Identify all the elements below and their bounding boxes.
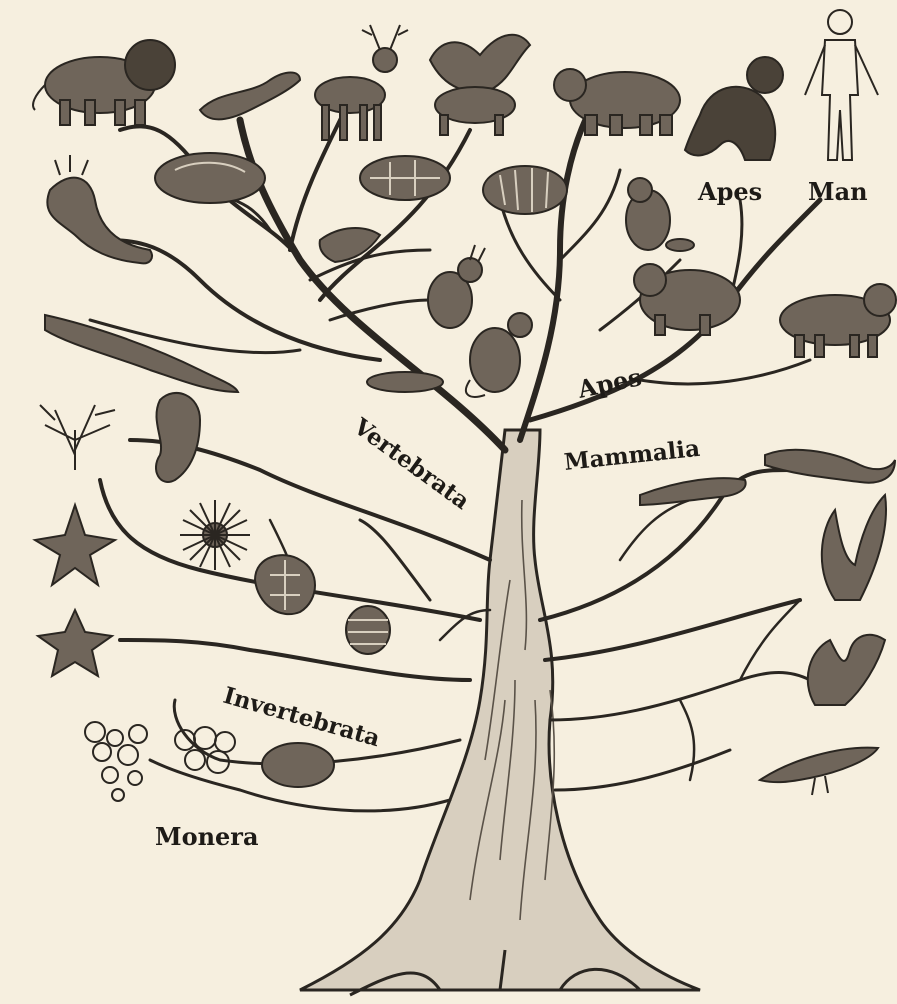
salamander-icon [200, 73, 300, 120]
coral-icon [40, 405, 115, 470]
sea-urchin-icon [180, 500, 250, 570]
shell-icon [346, 606, 390, 654]
lizard-icon [765, 450, 895, 483]
label-apes-branch: Apes [574, 362, 644, 404]
amoeba-icon [262, 743, 334, 787]
cougar-icon [780, 284, 896, 357]
seaweed-icon [822, 495, 886, 600]
beaver-icon [626, 178, 694, 251]
label-mammalia: Mammalia [563, 435, 701, 476]
bear-cub-icon [634, 264, 740, 335]
sponge-icon [808, 635, 885, 705]
bear-icon [554, 69, 680, 135]
tree-trunk [300, 430, 700, 995]
armadillo-icon [483, 166, 567, 214]
sea-cucumber-icon [156, 393, 200, 482]
starfish-small-icon [38, 610, 112, 676]
worm-icon [640, 478, 746, 505]
deer-icon [315, 25, 408, 140]
label-invertebrata: Invertebrata [220, 682, 383, 752]
griffin-icon [430, 35, 530, 135]
turtle-icon [155, 153, 265, 203]
tree-branches [90, 100, 820, 811]
kangaroo-icon [466, 313, 532, 397]
squid-icon [760, 748, 878, 795]
chimpanzee-icon [685, 57, 783, 160]
lion-icon [33, 40, 175, 125]
amoeba-cluster-icon [85, 722, 147, 801]
starfish-icon [35, 505, 115, 585]
jellyfish-icon [255, 555, 315, 614]
label-monera: Monera [155, 822, 259, 851]
eel-icon [45, 315, 238, 392]
fish-icon [367, 372, 443, 392]
label-apes-top: Apes [697, 177, 762, 206]
crocodile-icon [47, 155, 152, 263]
label-man: Man [808, 177, 868, 206]
tortoise-icon [360, 156, 450, 200]
man-icon [805, 10, 878, 160]
rabbit-icon [428, 245, 485, 328]
label-vertebrata: Vertebrata [348, 412, 475, 515]
